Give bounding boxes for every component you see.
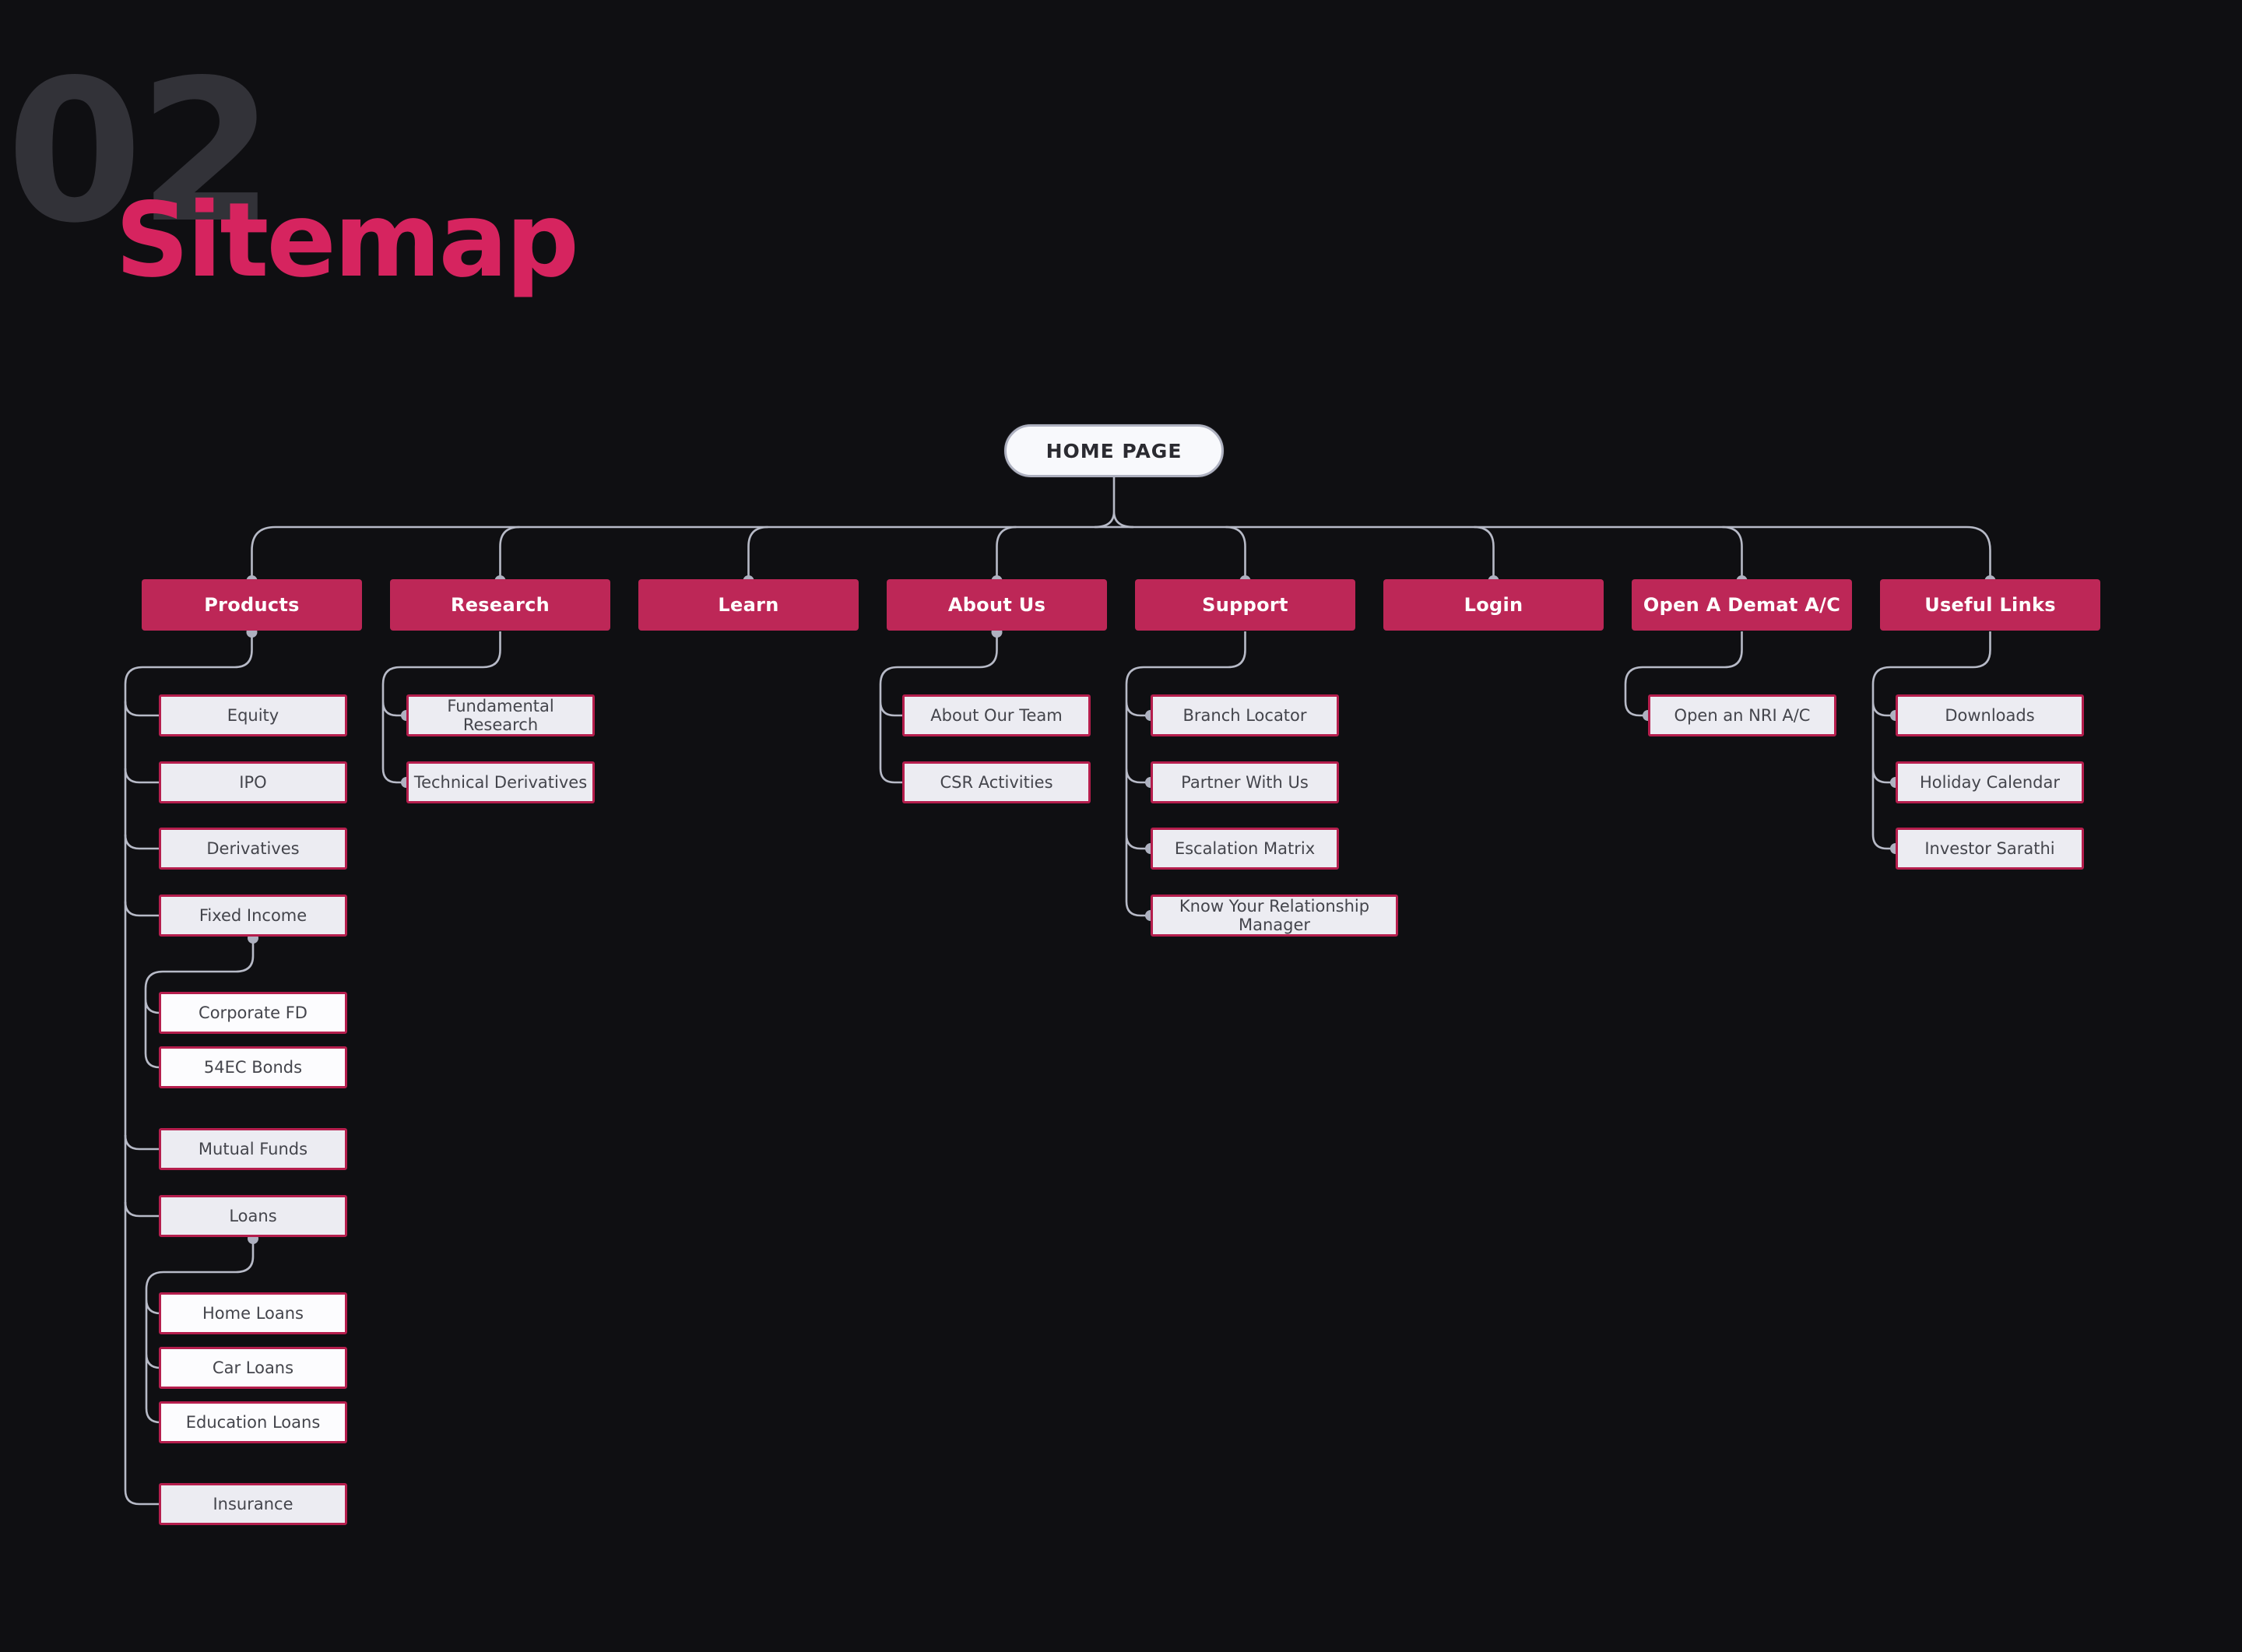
- node-mutual-funds[interactable]: Mutual Funds: [159, 1128, 347, 1170]
- node-fixed-income[interactable]: Fixed Income: [159, 895, 347, 937]
- node-derivatives[interactable]: Derivatives: [159, 828, 347, 870]
- node-login[interactable]: Login: [1383, 579, 1604, 631]
- node-branch-locator[interactable]: Branch Locator: [1151, 694, 1339, 736]
- node-fundamental-research[interactable]: Fundamental Research: [406, 694, 595, 736]
- node-insurance[interactable]: Insurance: [159, 1483, 347, 1525]
- node-partner-with-us[interactable]: Partner With Us: [1151, 761, 1339, 803]
- node-research[interactable]: Research: [390, 579, 610, 631]
- node-home-page[interactable]: HOME PAGE: [1004, 424, 1224, 477]
- node-equity[interactable]: Equity: [159, 694, 347, 736]
- node-learn[interactable]: Learn: [638, 579, 859, 631]
- node-useful-links[interactable]: Useful Links: [1880, 579, 2100, 631]
- section-number: 02: [6, 38, 275, 266]
- node-ipo[interactable]: IPO: [159, 761, 347, 803]
- node-know-your-relationship-manager[interactable]: Know Your Relationship Manager: [1151, 895, 1398, 937]
- research-trunk: [381, 631, 501, 784]
- products-trunk: [124, 634, 253, 1506]
- node-home-loans[interactable]: Home Loans: [159, 1292, 347, 1334]
- node-loans[interactable]: Loans: [159, 1195, 347, 1237]
- loans-trunk: [145, 1243, 255, 1424]
- node-car-loans[interactable]: Car Loans: [159, 1347, 347, 1389]
- node-54ec-bonds[interactable]: 54EC Bonds: [159, 1046, 347, 1088]
- node-csr-activities[interactable]: CSR Activities: [902, 761, 1091, 803]
- drop-lines: [499, 525, 1743, 577]
- node-escalation-matrix[interactable]: Escalation Matrix: [1151, 828, 1339, 870]
- node-corporate-fd[interactable]: Corporate FD: [159, 992, 347, 1034]
- node-open-nri-ac[interactable]: Open an NRI A/C: [1648, 694, 1836, 736]
- node-technical-derivatives[interactable]: Technical Derivatives: [406, 761, 595, 803]
- products-branches: [124, 701, 159, 1218]
- node-support[interactable]: Support: [1135, 579, 1355, 631]
- node-investor-sarathi[interactable]: Investor Sarathi: [1896, 828, 2084, 870]
- node-education-loans[interactable]: Education Loans: [159, 1401, 347, 1443]
- node-holiday-calendar[interactable]: Holiday Calendar: [1896, 761, 2084, 803]
- node-about-us[interactable]: About Us: [887, 579, 1107, 631]
- node-products[interactable]: Products: [142, 579, 362, 631]
- node-about-our-team[interactable]: About Our Team: [902, 694, 1091, 736]
- node-open-demat[interactable]: Open A Demat A/C: [1632, 579, 1852, 631]
- root-stem-line: [1094, 477, 1134, 529]
- fixed-income-trunk: [144, 942, 255, 1069]
- about-trunk: [879, 634, 998, 784]
- support-trunk: [1125, 631, 1246, 917]
- useful-trunk: [1871, 631, 1991, 850]
- connector-dots: [246, 575, 1996, 1244]
- bus-line: [251, 525, 1991, 577]
- node-downloads[interactable]: Downloads: [1896, 694, 2084, 736]
- demat-trunk: [1624, 631, 1743, 717]
- page-title: Sitemap: [115, 181, 579, 301]
